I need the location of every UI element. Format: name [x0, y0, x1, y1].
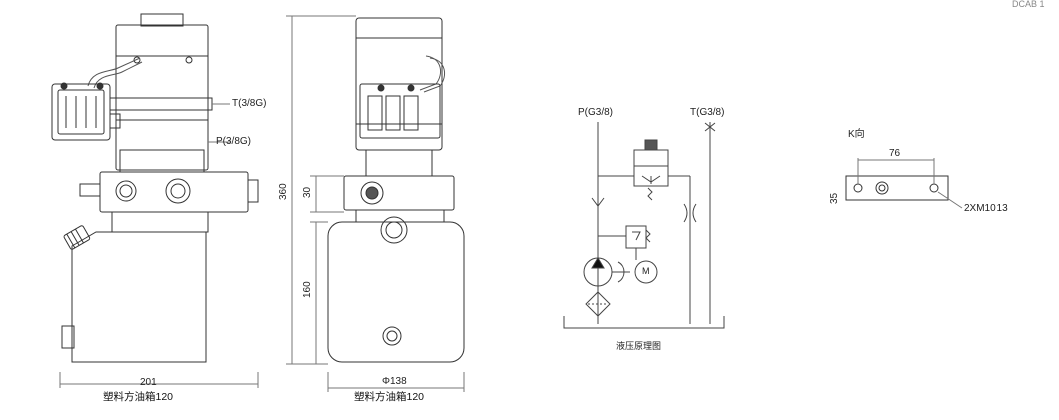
- side-motor-cap: [140, 13, 184, 27]
- k-view: [845, 158, 963, 209]
- schematic-motor: [634, 260, 658, 284]
- front-solenoid: [359, 83, 441, 139]
- side-tank: [71, 231, 207, 363]
- k-view-hole-label: 2XM10 13: [964, 203, 1008, 214]
- side-clamp-band: [109, 97, 213, 111]
- front-tank-height-dimension: 160: [302, 281, 313, 298]
- front-view-caption: 塑料方油箱120: [354, 391, 425, 403]
- schematic-port-p-label: P(G3/8): [578, 107, 614, 118]
- hydraulic-schematic: [563, 122, 725, 329]
- schematic-relief-valve: [625, 225, 647, 249]
- corner-label: DCAB 1: [1012, 0, 1045, 9]
- schematic-check-valve: [591, 197, 605, 207]
- side-width-dimension: 201: [140, 377, 157, 388]
- front-block-dimension: 30: [302, 186, 313, 198]
- k-view-spacing-dimension: 76: [889, 148, 901, 159]
- schematic-port-t-label: T(G3/8): [690, 107, 725, 118]
- side-port-p-label: P(3/8G): [216, 136, 252, 147]
- side-port-t-label: T(3/8G): [232, 98, 267, 109]
- side-view-unit: [51, 13, 259, 388]
- front-filler-cap: [380, 216, 408, 244]
- schematic-motor-letter: M: [642, 266, 650, 276]
- side-solenoid: [51, 83, 111, 141]
- schematic-filter: [585, 291, 611, 317]
- front-diameter-dimension: Φ138: [382, 376, 407, 387]
- side-filler-cap: [63, 225, 91, 250]
- k-view-plate: [845, 175, 949, 201]
- k-view-height-dimension: 35: [829, 192, 840, 204]
- schematic-tank: [563, 316, 725, 329]
- side-view-caption: 塑料方油箱120: [103, 391, 174, 403]
- front-total-height-dimension: 360: [278, 183, 289, 200]
- front-view-unit: [286, 15, 465, 392]
- side-valve-block: [99, 171, 249, 213]
- k-view-title: K向: [848, 129, 865, 140]
- schematic-caption: 液压原理图: [616, 342, 662, 352]
